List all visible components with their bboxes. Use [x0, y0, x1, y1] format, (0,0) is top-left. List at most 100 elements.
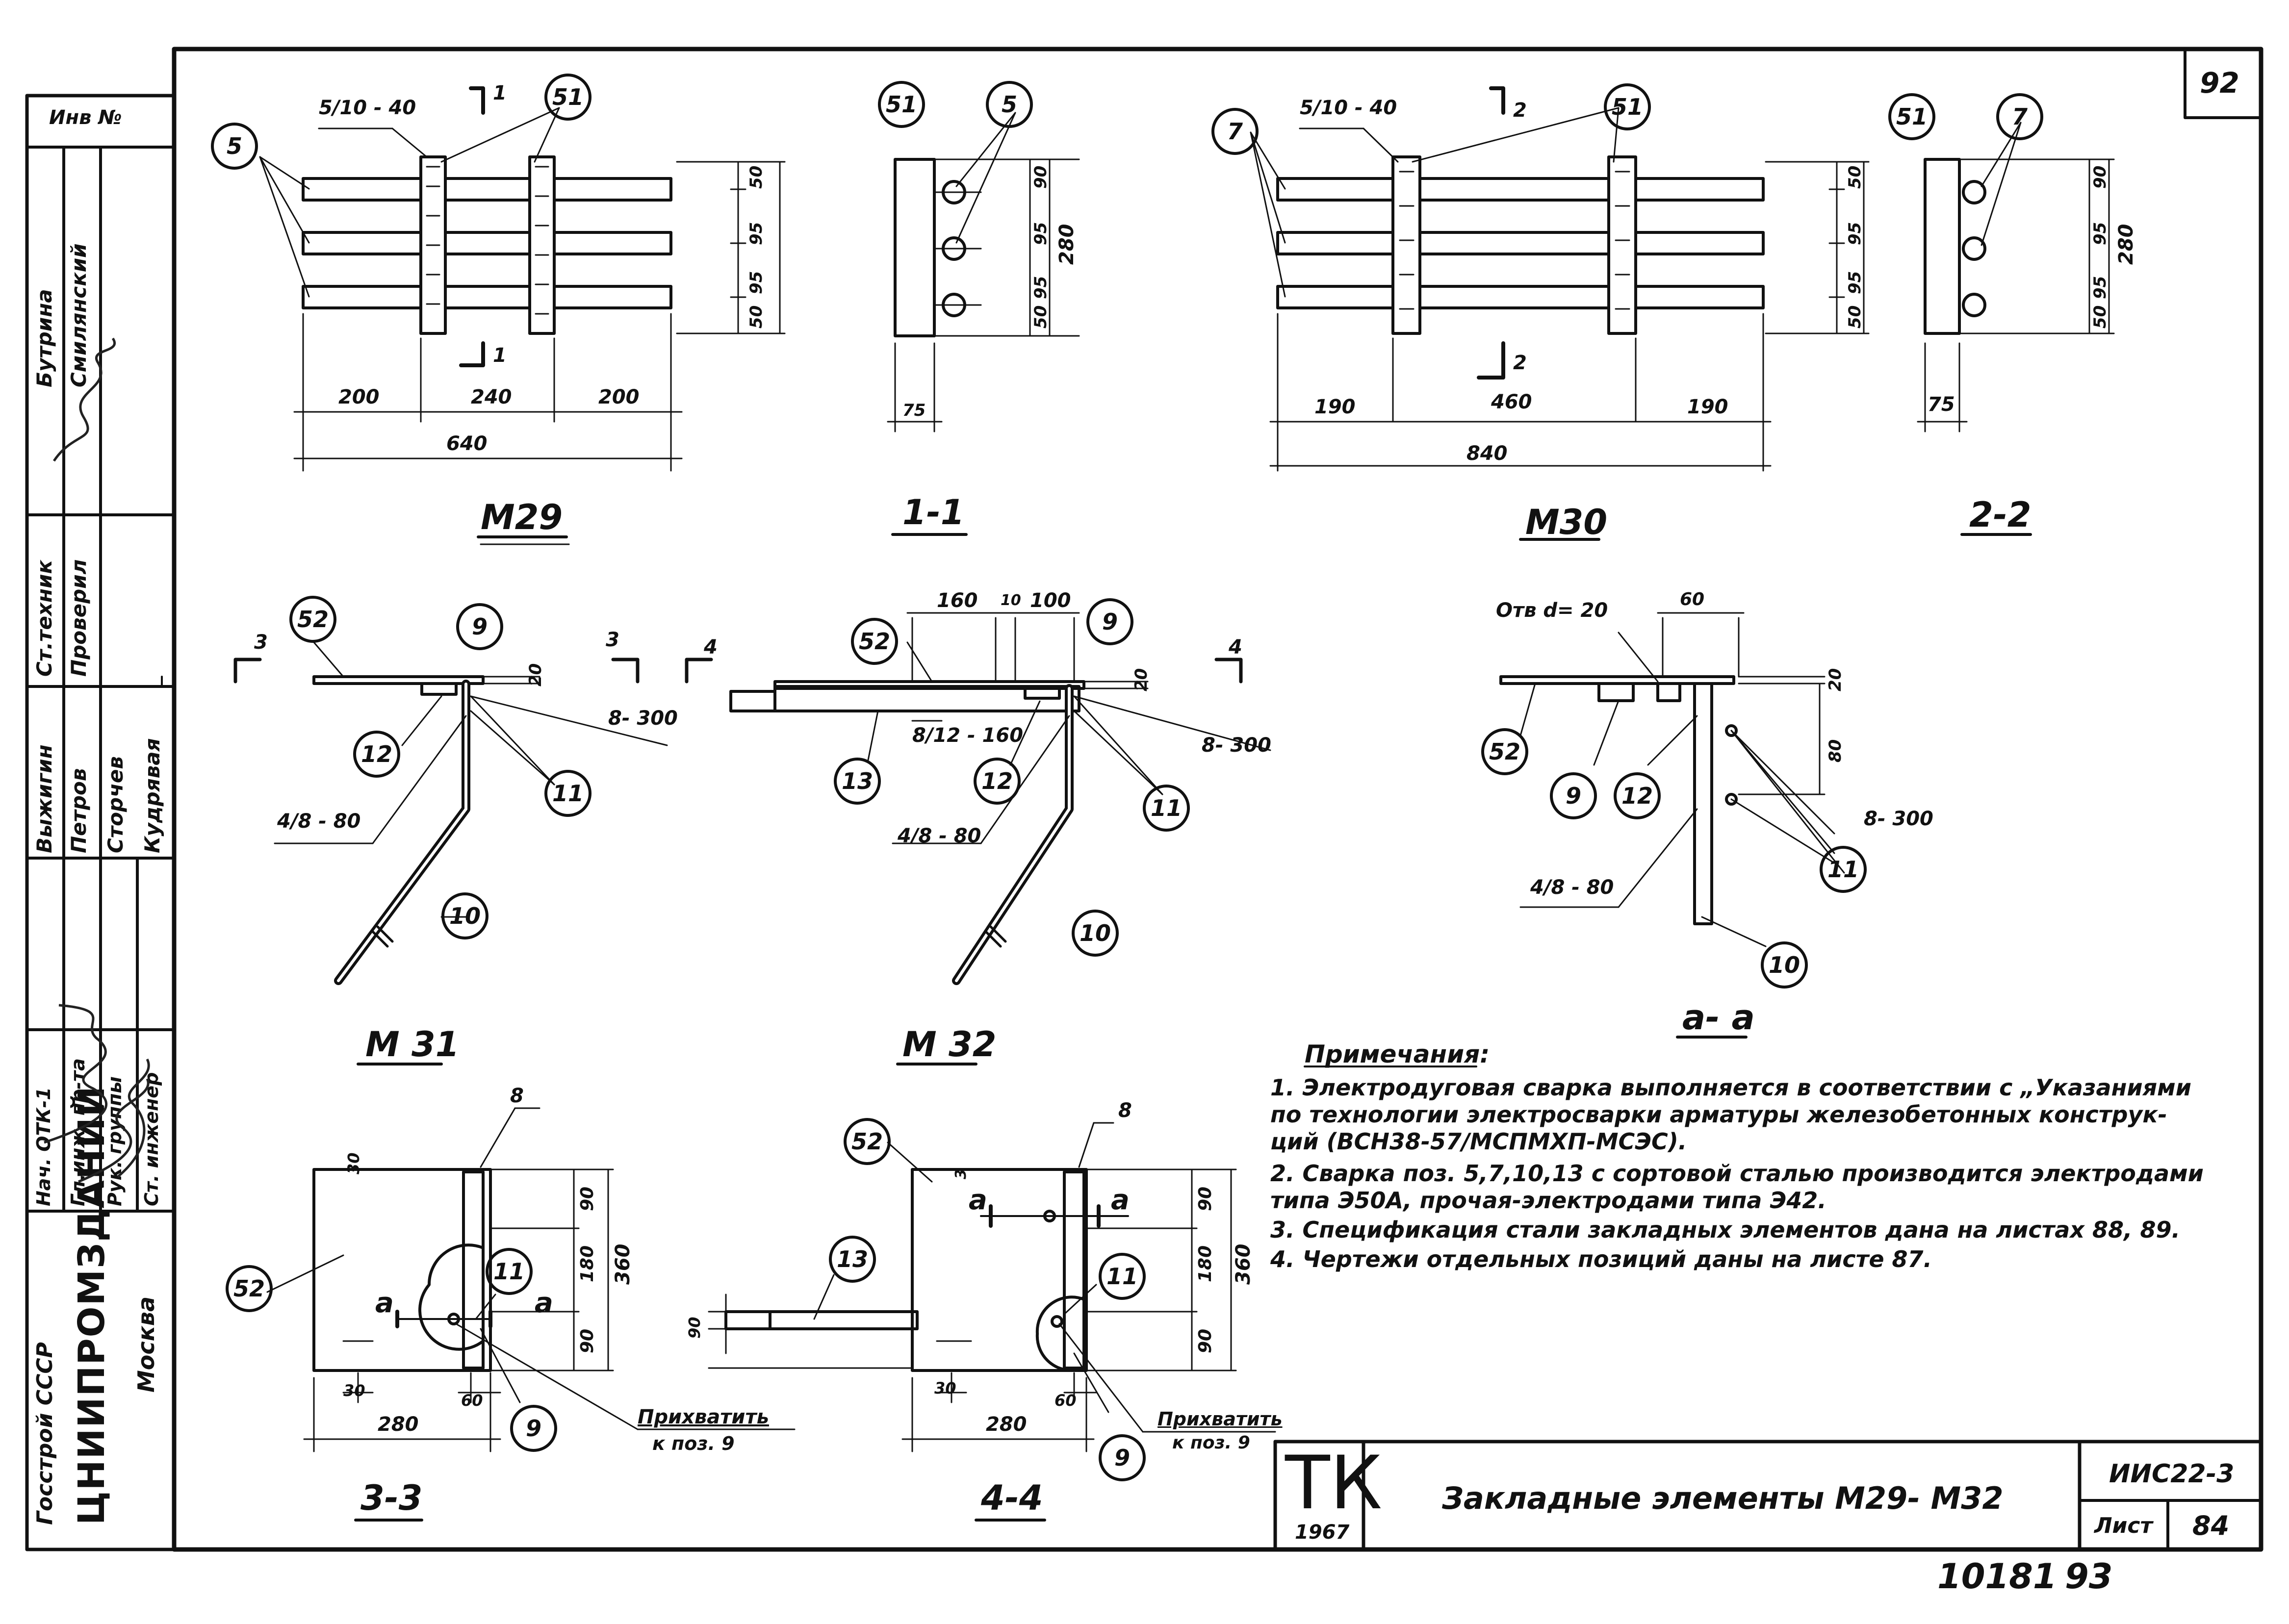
callout-9: 9	[510, 1405, 557, 1452]
dim-m32-10: 10	[1001, 592, 1021, 609]
m29-drawing	[259, 86, 786, 472]
dim-aa-80: 80	[1826, 739, 1845, 762]
caption-2-2: 2-2	[1969, 495, 2032, 535]
caption-m29: М29	[481, 497, 563, 537]
dim-m32-8-300: 8- 300	[1202, 734, 1271, 757]
callout-9: 9	[456, 603, 503, 650]
caption-3-3: 3-3	[360, 1478, 423, 1518]
dim-m29-95: 95	[746, 222, 766, 245]
dim-aa-hole: Отв d= 20	[1496, 599, 1608, 622]
dim-m30-190: 190	[1687, 396, 1728, 418]
cut-label-1: 1	[493, 82, 507, 104]
dim-s33-90: 90	[577, 1186, 597, 1211]
s11-drawing	[887, 112, 1080, 432]
dim-s22-95: 95	[2090, 276, 2110, 299]
dim-m31-4-80: 4/8 - 80	[277, 810, 361, 833]
dim-s44-90: 90	[1195, 1328, 1215, 1353]
dim-s22-75: 75	[1928, 393, 1955, 416]
dim-m30-50: 50	[1845, 305, 1865, 329]
callout-9: 9	[1099, 1434, 1146, 1481]
dim-s11-95: 95	[1031, 222, 1051, 245]
dim-m30-50: 50	[1845, 165, 1865, 189]
dim-s22-50: 50	[2090, 305, 2110, 329]
dim-m30-95: 95	[1845, 222, 1865, 245]
inv-label: Инв №	[49, 106, 122, 129]
dim-m31-8-300: 8- 300	[608, 707, 678, 730]
title-block-sheet-number: 84	[2192, 1510, 2230, 1541]
s44-drawing	[708, 1122, 1276, 1452]
dim-m29-200: 200	[338, 386, 380, 408]
dim-m29-50: 50	[746, 165, 766, 189]
callout-12: 12	[353, 731, 400, 778]
callout-13: 13	[834, 758, 881, 805]
callout-52: 52	[226, 1265, 273, 1312]
m32-drawing	[685, 612, 1271, 985]
tack-note-line1: Прихватить	[638, 1406, 769, 1428]
callout-51: 51	[1604, 83, 1651, 130]
note-line: 2. Сварка поз. 5,7,10,13 с сортовой стал…	[1270, 1160, 2204, 1187]
dim-weld: 5/10 - 40	[319, 97, 416, 119]
caption-a-a: а- а	[1682, 997, 1755, 1038]
callout-7: 7	[1996, 93, 2043, 140]
callout-5: 5	[986, 81, 1033, 128]
dim-m29-50: 50	[746, 305, 766, 329]
dim-aa-8-300: 8- 300	[1864, 808, 1933, 830]
note-line: по технологии электросварки арматуры жел…	[1270, 1101, 2167, 1128]
footer-page: 93	[2065, 1556, 2113, 1597]
dim-s22-95: 95	[2090, 222, 2110, 245]
callout-11: 11	[1143, 785, 1190, 832]
dim-s44-360: 360	[1232, 1243, 1255, 1285]
dim-s33-30: 30	[344, 1152, 363, 1174]
footer-code: 10181	[1937, 1556, 2057, 1597]
dim-s44-60: 60	[1054, 1391, 1077, 1410]
caption-1-1: 1-1	[902, 492, 965, 533]
dim-s33-8: 8	[510, 1085, 524, 1107]
dim-s44-90: 90	[1195, 1186, 1215, 1211]
cut-label-2: 2	[1513, 99, 1527, 122]
callout-52: 52	[289, 596, 336, 643]
callout-13: 13	[829, 1236, 876, 1283]
callout-11: 11	[486, 1248, 533, 1295]
dim-s33-280: 280	[378, 1413, 419, 1436]
aa-drawing	[1499, 612, 1845, 947]
tack-note-line1: Прихватить	[1157, 1408, 1283, 1430]
dim-aa-20: 20	[1826, 668, 1845, 691]
dim-s33-30: 30	[343, 1381, 365, 1400]
cut-label-2: 2	[1513, 352, 1527, 374]
title-block-series: ИИС22-3	[2109, 1459, 2235, 1489]
callout-11: 11	[1099, 1253, 1146, 1300]
dim-s44-30: 30	[934, 1379, 956, 1397]
title-block-sheet-label: Лист	[2094, 1513, 2153, 1538]
dim-aa-4-80: 4/8 - 80	[1530, 876, 1614, 899]
callout-52: 52	[1481, 728, 1528, 775]
dim-m29-640: 640	[446, 432, 488, 455]
callout-12: 12	[1614, 772, 1661, 819]
m30-drawing	[1250, 86, 1870, 472]
cut-label-4: 4	[704, 636, 718, 659]
m31-drawing	[233, 641, 668, 985]
callout-5: 5	[211, 123, 258, 170]
callout-10: 10	[441, 892, 489, 939]
dim-m29-200: 200	[598, 386, 640, 408]
dim-m32-160: 160	[937, 589, 978, 612]
cut-label-4: 4	[1229, 636, 1242, 659]
dim-s33-180: 180	[577, 1245, 597, 1282]
dim-m32-100: 100	[1030, 589, 1071, 612]
note-line: типа Э50А, прочая-электродами типа Э42.	[1270, 1187, 1826, 1214]
dim-s22-90: 90	[2090, 165, 2110, 189]
caption-m30: М30	[1525, 502, 1608, 542]
title-block-title: Закладные элементы М29- М32	[1442, 1480, 2004, 1516]
dim-m29-240: 240	[471, 386, 512, 408]
callout-52: 52	[844, 1118, 891, 1165]
dim-s11-90: 90	[1031, 165, 1051, 189]
cut-label-3: 3	[254, 631, 268, 654]
dim-m29-95: 95	[746, 271, 766, 294]
dim-m30-95: 95	[1845, 271, 1865, 294]
dim-m31-20: 20	[526, 663, 545, 686]
callout-9: 9	[1086, 598, 1133, 645]
note-line: 1. Электродуговая сварка выполняется в с…	[1270, 1074, 2191, 1101]
dim-s44-8: 8	[1118, 1099, 1132, 1122]
section-mark-a: а	[969, 1184, 987, 1216]
